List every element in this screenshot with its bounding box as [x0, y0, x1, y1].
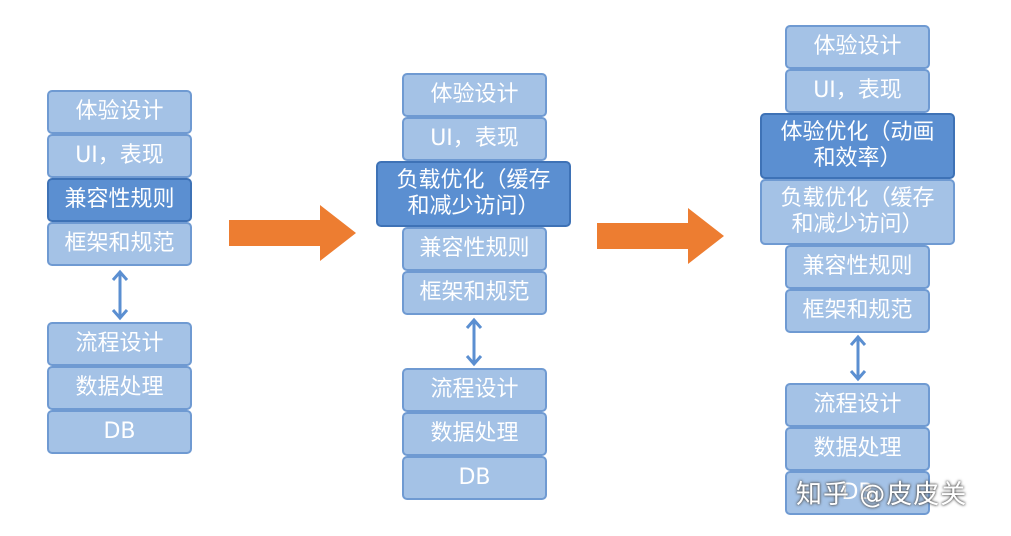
block-db: DB	[47, 410, 192, 454]
double-arrow-icon	[849, 334, 867, 382]
block-load-optimization: 负载优化（缓存 和减少访问）	[376, 161, 571, 227]
block-process-design: 流程设计	[785, 383, 930, 427]
block-framework-spec: 框架和规范	[785, 289, 930, 333]
block-db: DB	[785, 471, 930, 515]
block-experience-optimization: 体验优化（动画 和效率）	[760, 113, 955, 179]
block-experience-design: 体验设计	[785, 25, 930, 69]
block-data-processing: 数据处理	[785, 427, 930, 471]
block-compatibility-rules: 兼容性规则	[785, 245, 930, 289]
block-process-design: 流程设计	[402, 368, 547, 412]
block-framework-spec: 框架和规范	[47, 222, 192, 266]
block-ui-presentation: UI，表现	[402, 117, 547, 161]
block-process-design: 流程设计	[47, 322, 192, 366]
block-ui-presentation: UI，表现	[785, 69, 930, 113]
progress-arrow-icon	[597, 208, 724, 264]
progress-arrow-icon	[229, 205, 356, 261]
double-arrow-icon	[465, 317, 483, 367]
block-framework-spec: 框架和规范	[402, 271, 547, 315]
watermark: 知乎 @皮皮关	[796, 480, 968, 510]
block-db: DB	[402, 456, 547, 500]
block-data-processing: 数据处理	[402, 412, 547, 456]
block-compatibility-rules: 兼容性规则	[402, 227, 547, 271]
block-ui-presentation: UI，表现	[47, 134, 192, 178]
block-data-processing: 数据处理	[47, 366, 192, 410]
block-experience-design: 体验设计	[402, 73, 547, 117]
block-load-optimization: 负载优化（缓存 和减少访问）	[760, 179, 955, 245]
block-experience-design: 体验设计	[47, 90, 192, 134]
double-arrow-icon	[111, 269, 129, 321]
block-compatibility-rules: 兼容性规则	[47, 178, 192, 222]
